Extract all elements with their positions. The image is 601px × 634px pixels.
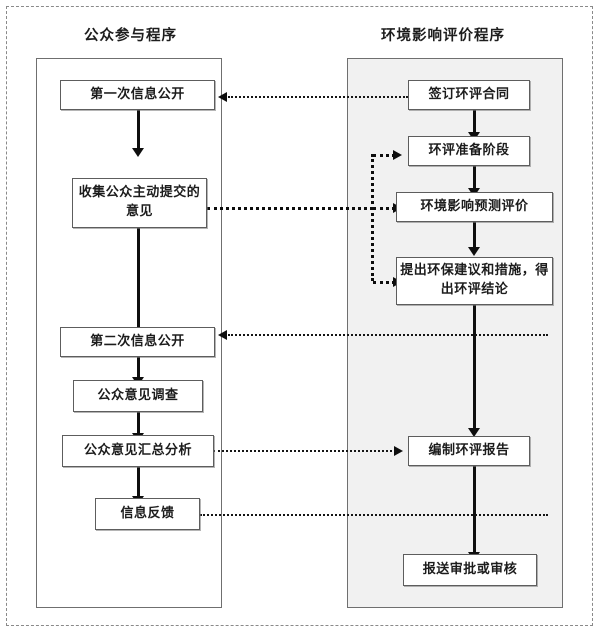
node-label: 信息反馈 — [120, 505, 175, 521]
node-compile-eia-report[interactable]: 编制环评报告 — [408, 436, 530, 466]
xconnector-l2-trunk-line — [207, 207, 373, 210]
node-label: 公众意见汇总分析 — [83, 442, 192, 458]
node-label: 报送审批或审核 — [422, 561, 518, 577]
connector-l4-l5-line — [137, 412, 140, 435]
xconnector-l5-to-r5-line — [213, 450, 396, 452]
lane-title-right: 环境影响评价程序 — [381, 27, 505, 44]
node-env-impact-prediction[interactable]: 环境影响预测评价 — [396, 192, 553, 222]
connector-l2-l3-line — [137, 228, 140, 329]
node-public-opinion-survey[interactable]: 公众意见调查 — [73, 380, 203, 412]
node-second-info-disclosure[interactable]: 第二次信息公开 — [60, 327, 215, 357]
xconnector-l2-to-r2-line — [373, 154, 395, 157]
page-border — [6, 6, 593, 626]
node-label: 公众意见调查 — [97, 387, 179, 403]
node-sign-eia-contract[interactable]: 签订环评合同 — [408, 80, 530, 110]
node-label: 编制环评报告 — [428, 442, 510, 458]
connector-l3-l4-line — [137, 357, 140, 379]
connector-r1-r2-line — [473, 110, 476, 134]
lane-title-left: 公众参与程序 — [84, 27, 177, 44]
connector-l1-l2-line — [137, 110, 140, 150]
node-env-recommendations-conclusion[interactable]: 提出环保建议和措施，得出环评结论 — [396, 257, 553, 305]
connector-r3-r4-line — [473, 222, 476, 249]
xconnector-l2-to-r2-arrow — [393, 150, 402, 160]
connector-r2-r3-line — [473, 166, 476, 190]
xconnector-l2-to-r3-line — [373, 207, 395, 210]
xconnector-l2-to-r4-line — [373, 281, 395, 284]
node-label: 第一次信息公开 — [90, 86, 185, 102]
xconnector-l2-branch-spine — [371, 154, 374, 281]
xconnector-r5-to-l6-line — [200, 514, 548, 516]
node-first-info-disclosure[interactable]: 第一次信息公开 — [60, 80, 215, 110]
connector-r4-r5-arrow — [468, 428, 480, 437]
node-label: 收集公众主动提交的意见 — [78, 185, 201, 219]
connector-l1-l2-arrow — [132, 148, 144, 157]
xconnector-r1-to-l1-arrow — [218, 92, 227, 102]
node-submit-for-approval[interactable]: 报送审批或审核 — [403, 554, 537, 586]
xconnector-l5-to-r5-arrow — [394, 446, 403, 456]
node-label: 签订环评合同 — [428, 86, 510, 102]
node-label: 环境影响预测评价 — [420, 198, 529, 214]
connector-l5-l6-line — [137, 467, 140, 498]
node-opinion-summary-analysis[interactable]: 公众意见汇总分析 — [62, 435, 214, 467]
xconnector-r4-to-l3-line — [228, 334, 548, 336]
xconnector-r1-to-l1-line — [228, 96, 408, 98]
connector-r4-r5-line — [473, 305, 476, 430]
connector-r3-r4-arrow — [468, 247, 480, 256]
node-eia-preparation-stage[interactable]: 环评准备阶段 — [408, 136, 530, 166]
connector-r5-r6-line — [473, 466, 476, 554]
node-label: 提出环保建议和措施，得出环评结论 — [400, 263, 549, 297]
node-collect-public-opinions[interactable]: 收集公众主动提交的意见 — [72, 178, 207, 228]
node-label: 第二次信息公开 — [90, 333, 185, 349]
node-info-feedback[interactable]: 信息反馈 — [95, 498, 200, 530]
node-label: 环评准备阶段 — [428, 142, 510, 158]
xconnector-r4-to-l3-arrow — [218, 330, 227, 340]
